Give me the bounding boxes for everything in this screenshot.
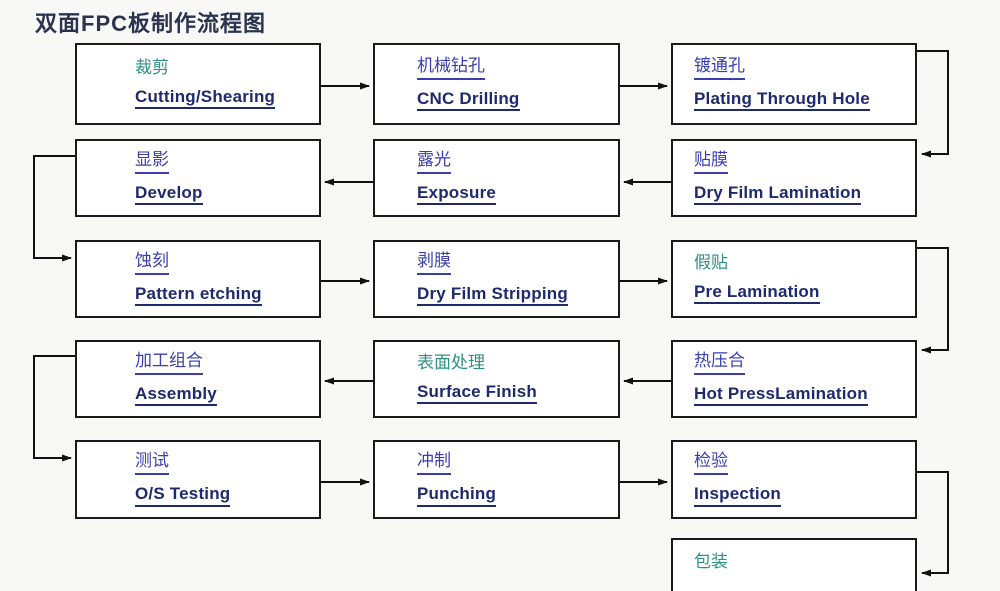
arrow-assembly-to-testing-elbow [33,355,75,462]
step-exposure: 露光 Exposure [373,139,620,217]
step-pre-lamination: 假贴 Pre Lamination [671,240,917,318]
step-label-zh: 贴膜 [694,150,728,174]
step-label-zh: 测试 [135,452,169,476]
arrow-inspection-to-packing-elbow [917,471,949,577]
step-hot-press-lamination: 热压合 Hot PressLamination [671,340,917,418]
step-cutting-shearing: 裁剪 Cutting/Shearing [75,43,321,125]
step-plating-through-hole: 镀通孔 Plating Through Hole [671,43,917,125]
step-label-en: CNC Drilling [417,89,520,112]
step-assembly: 加工组合 Assembly [75,340,321,418]
step-dry-film-lamination: 贴膜 Dry Film Lamination [671,139,917,217]
step-label-en: Assembly [135,384,217,407]
step-surface-finish: 表面处理 Surface Finish [373,340,620,418]
step-inspection: 检验 Inspection [671,440,917,519]
step-label-zh: 裁剪 [135,57,169,77]
step-label-en: Inspection [694,484,782,507]
step-label-zh: 检验 [694,452,728,476]
step-label-zh: 假贴 [694,252,728,272]
step-cnc-drilling: 机械钻孔 CNC Drilling [373,43,620,125]
step-label-en: Pre Lamination [694,282,820,305]
step-label-zh: 表面处理 [417,352,485,372]
step-pattern-etching: 蚀刻 Pattern etching [75,240,321,318]
step-label-zh: 镀通孔 [694,56,745,80]
step-label-zh: 显影 [135,150,169,174]
step-os-testing: 测试 O/S Testing [75,440,321,519]
step-label-zh: 加工组合 [135,351,203,375]
step-label-en: Cutting/Shearing [135,87,276,110]
step-label-en: Develop [135,183,203,206]
step-label-en: Dry Film Stripping [417,284,568,307]
arrow-prelamination-to-hotpress-elbow [917,247,949,354]
arrow-develop-to-etching-elbow [33,155,75,262]
step-label-en: Dry Film Lamination [694,183,862,206]
step-label-en: Exposure [417,183,497,206]
step-develop: 显影 Develop [75,139,321,217]
step-label-en: Punching [417,484,497,507]
step-dry-film-stripping: 剥膜 Dry Film Stripping [373,240,620,318]
step-packing: 包装 [671,538,917,591]
step-label-zh: 热压合 [694,351,745,375]
step-label-zh: 剥膜 [417,251,451,275]
page-title: 双面FPC板制作流程图 [35,11,267,36]
arrow-plating-to-lamination-elbow [917,50,949,158]
step-label-en: Pattern etching [135,284,262,307]
step-label-zh: 蚀刻 [135,251,169,275]
step-label-en: Surface Finish [417,382,537,405]
step-label-zh: 冲制 [417,452,451,476]
step-label-zh: 包装 [694,552,728,571]
step-label-zh: 露光 [417,150,451,174]
step-label-en: O/S Testing [135,484,231,507]
step-label-en: Plating Through Hole [694,89,870,112]
step-label-en: Hot PressLamination [694,384,868,407]
step-label-zh: 机械钻孔 [417,56,485,80]
step-punching: 冲制 Punching [373,440,620,519]
